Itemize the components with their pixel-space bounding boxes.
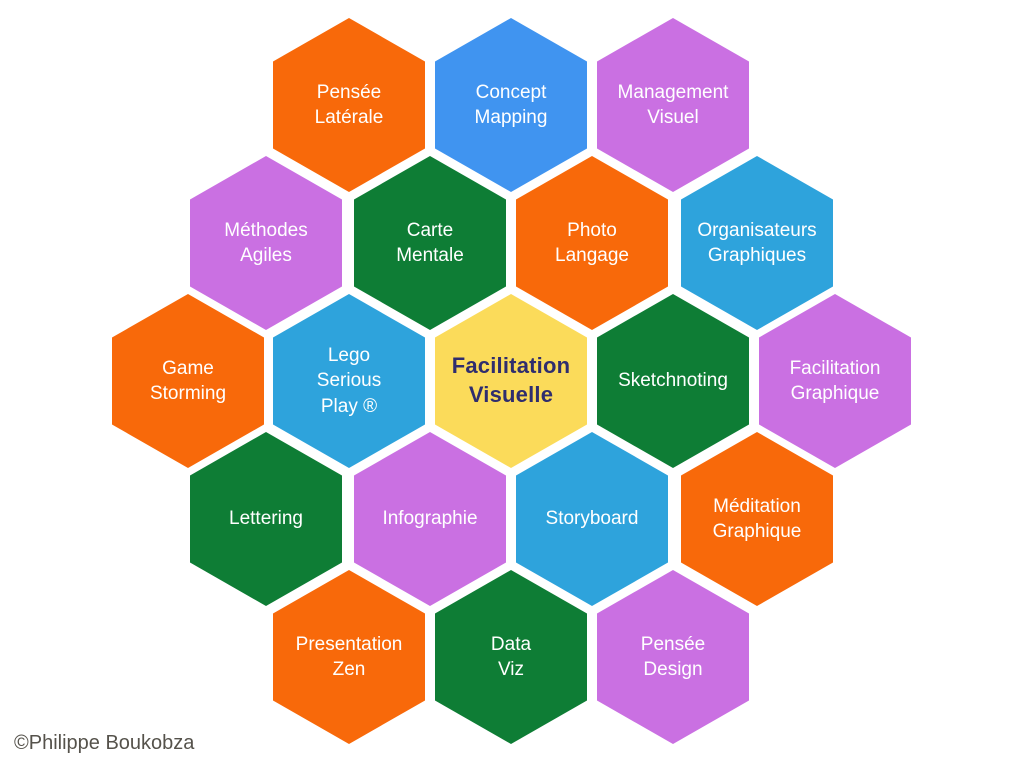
hex-photo-langage: Photo Langage bbox=[516, 156, 668, 330]
hex-storyboard-label: Storyboard bbox=[545, 508, 639, 530]
hex-pensee-laterale-label: Pensée Latérale bbox=[314, 81, 384, 128]
hex-concept-mapping: Concept Mapping bbox=[435, 18, 587, 192]
hex-carte-mentale-label: Carte Mentale bbox=[396, 219, 464, 266]
hex-storyboard: Storyboard bbox=[516, 432, 668, 606]
hex-lettering: Lettering bbox=[190, 432, 342, 606]
hex-photo-langage-label: Photo Langage bbox=[555, 219, 629, 266]
hex-sketchnoting-label: Sketchnoting bbox=[618, 370, 728, 392]
hex-pensee-laterale: Pensée Latérale bbox=[273, 18, 425, 192]
hex-facilitation-visuelle-label: Facilitation Visuelle bbox=[451, 353, 571, 407]
hex-methodes-agiles: Méthodes Agiles bbox=[190, 156, 342, 330]
hex-meditation-graphique: Méditation Graphique bbox=[681, 432, 833, 606]
hex-presentation-zen-label: Presentation Zen bbox=[295, 633, 403, 680]
hex-sketchnoting: Sketchnoting bbox=[597, 294, 749, 468]
hex-pensee-design: Pensée Design bbox=[597, 570, 749, 744]
hex-lettering-label: Lettering bbox=[229, 508, 303, 530]
hex-lego-serious-play: Lego Serious Play ® bbox=[273, 294, 425, 468]
hex-game-storming-label: Game Storming bbox=[149, 357, 227, 404]
hex-pensee-design-label: Pensée Design bbox=[640, 633, 706, 680]
hex-data-viz-label: Data Viz bbox=[490, 633, 532, 680]
hex-methodes-agiles-label: Méthodes Agiles bbox=[224, 219, 308, 266]
hex-concept-mapping-label: Concept Mapping bbox=[474, 81, 548, 128]
hex-infographie-label: Infographie bbox=[382, 508, 478, 530]
hex-carte-mentale: Carte Mentale bbox=[354, 156, 506, 330]
copyright-credit: ©Philippe Boukobza bbox=[14, 732, 195, 754]
hex-organisateurs-graphiques-label: Organisateurs Graphiques bbox=[697, 219, 817, 266]
hex-data-viz: Data Viz bbox=[435, 570, 587, 744]
hex-lego-serious-play-label: Lego Serious Play ® bbox=[316, 345, 382, 417]
hex-organisateurs-graphiques: Organisateurs Graphiques bbox=[681, 156, 833, 330]
hex-facilitation-graphique: Facilitation Graphique bbox=[759, 294, 911, 468]
hex-management-visuel: Management Visuel bbox=[597, 18, 749, 192]
hex-facilitation-graphique-label: Facilitation Graphique bbox=[789, 357, 881, 404]
hex-facilitation-visuelle: Facilitation Visuelle bbox=[435, 294, 587, 468]
hex-presentation-zen: Presentation Zen bbox=[273, 570, 425, 744]
hex-meditation-graphique-label: Méditation Graphique bbox=[712, 495, 802, 542]
hex-infographie: Infographie bbox=[354, 432, 506, 606]
hex-management-visuel-label: Management Visuel bbox=[617, 81, 729, 128]
hex-game-storming: Game Storming bbox=[112, 294, 264, 468]
